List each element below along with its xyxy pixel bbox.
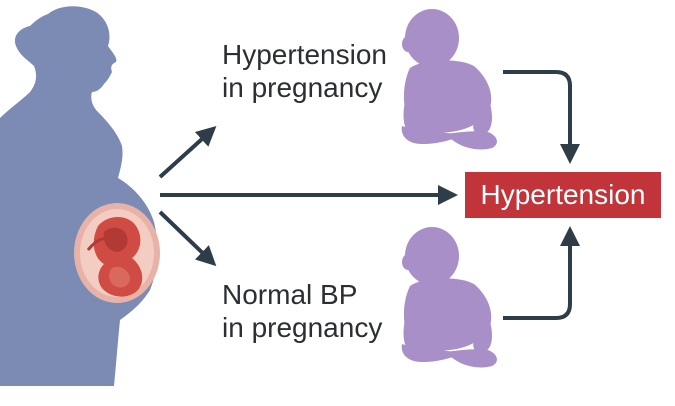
exposure-label-normal-bp: Normal BP in pregnancy xyxy=(222,278,382,344)
arrows xyxy=(158,70,580,320)
exposure-label-line2: in pregnancy xyxy=(222,312,383,343)
outcome-label: Hypertension xyxy=(480,179,646,210)
exposure-label-line1: Normal BP xyxy=(222,279,358,310)
exposure-label-hypertension: Hypertension in pregnancy xyxy=(222,38,387,104)
sitting-baby-icon xyxy=(401,227,497,368)
exposure-label-line2: in pregnancy xyxy=(222,72,383,103)
outcome-box: Hypertension xyxy=(465,172,661,218)
arrow-to-unexposed xyxy=(158,210,217,267)
arrow-baby-top-to-outcome xyxy=(503,70,580,164)
exposure-label-line1: Hypertension xyxy=(222,39,387,70)
sitting-baby-icon xyxy=(401,9,497,150)
pregnant-woman-icon xyxy=(0,6,158,386)
arrow-baby-bottom-to-outcome xyxy=(503,226,580,320)
fetus-in-womb-icon xyxy=(74,203,160,303)
arrow-to-exposed xyxy=(158,125,217,179)
